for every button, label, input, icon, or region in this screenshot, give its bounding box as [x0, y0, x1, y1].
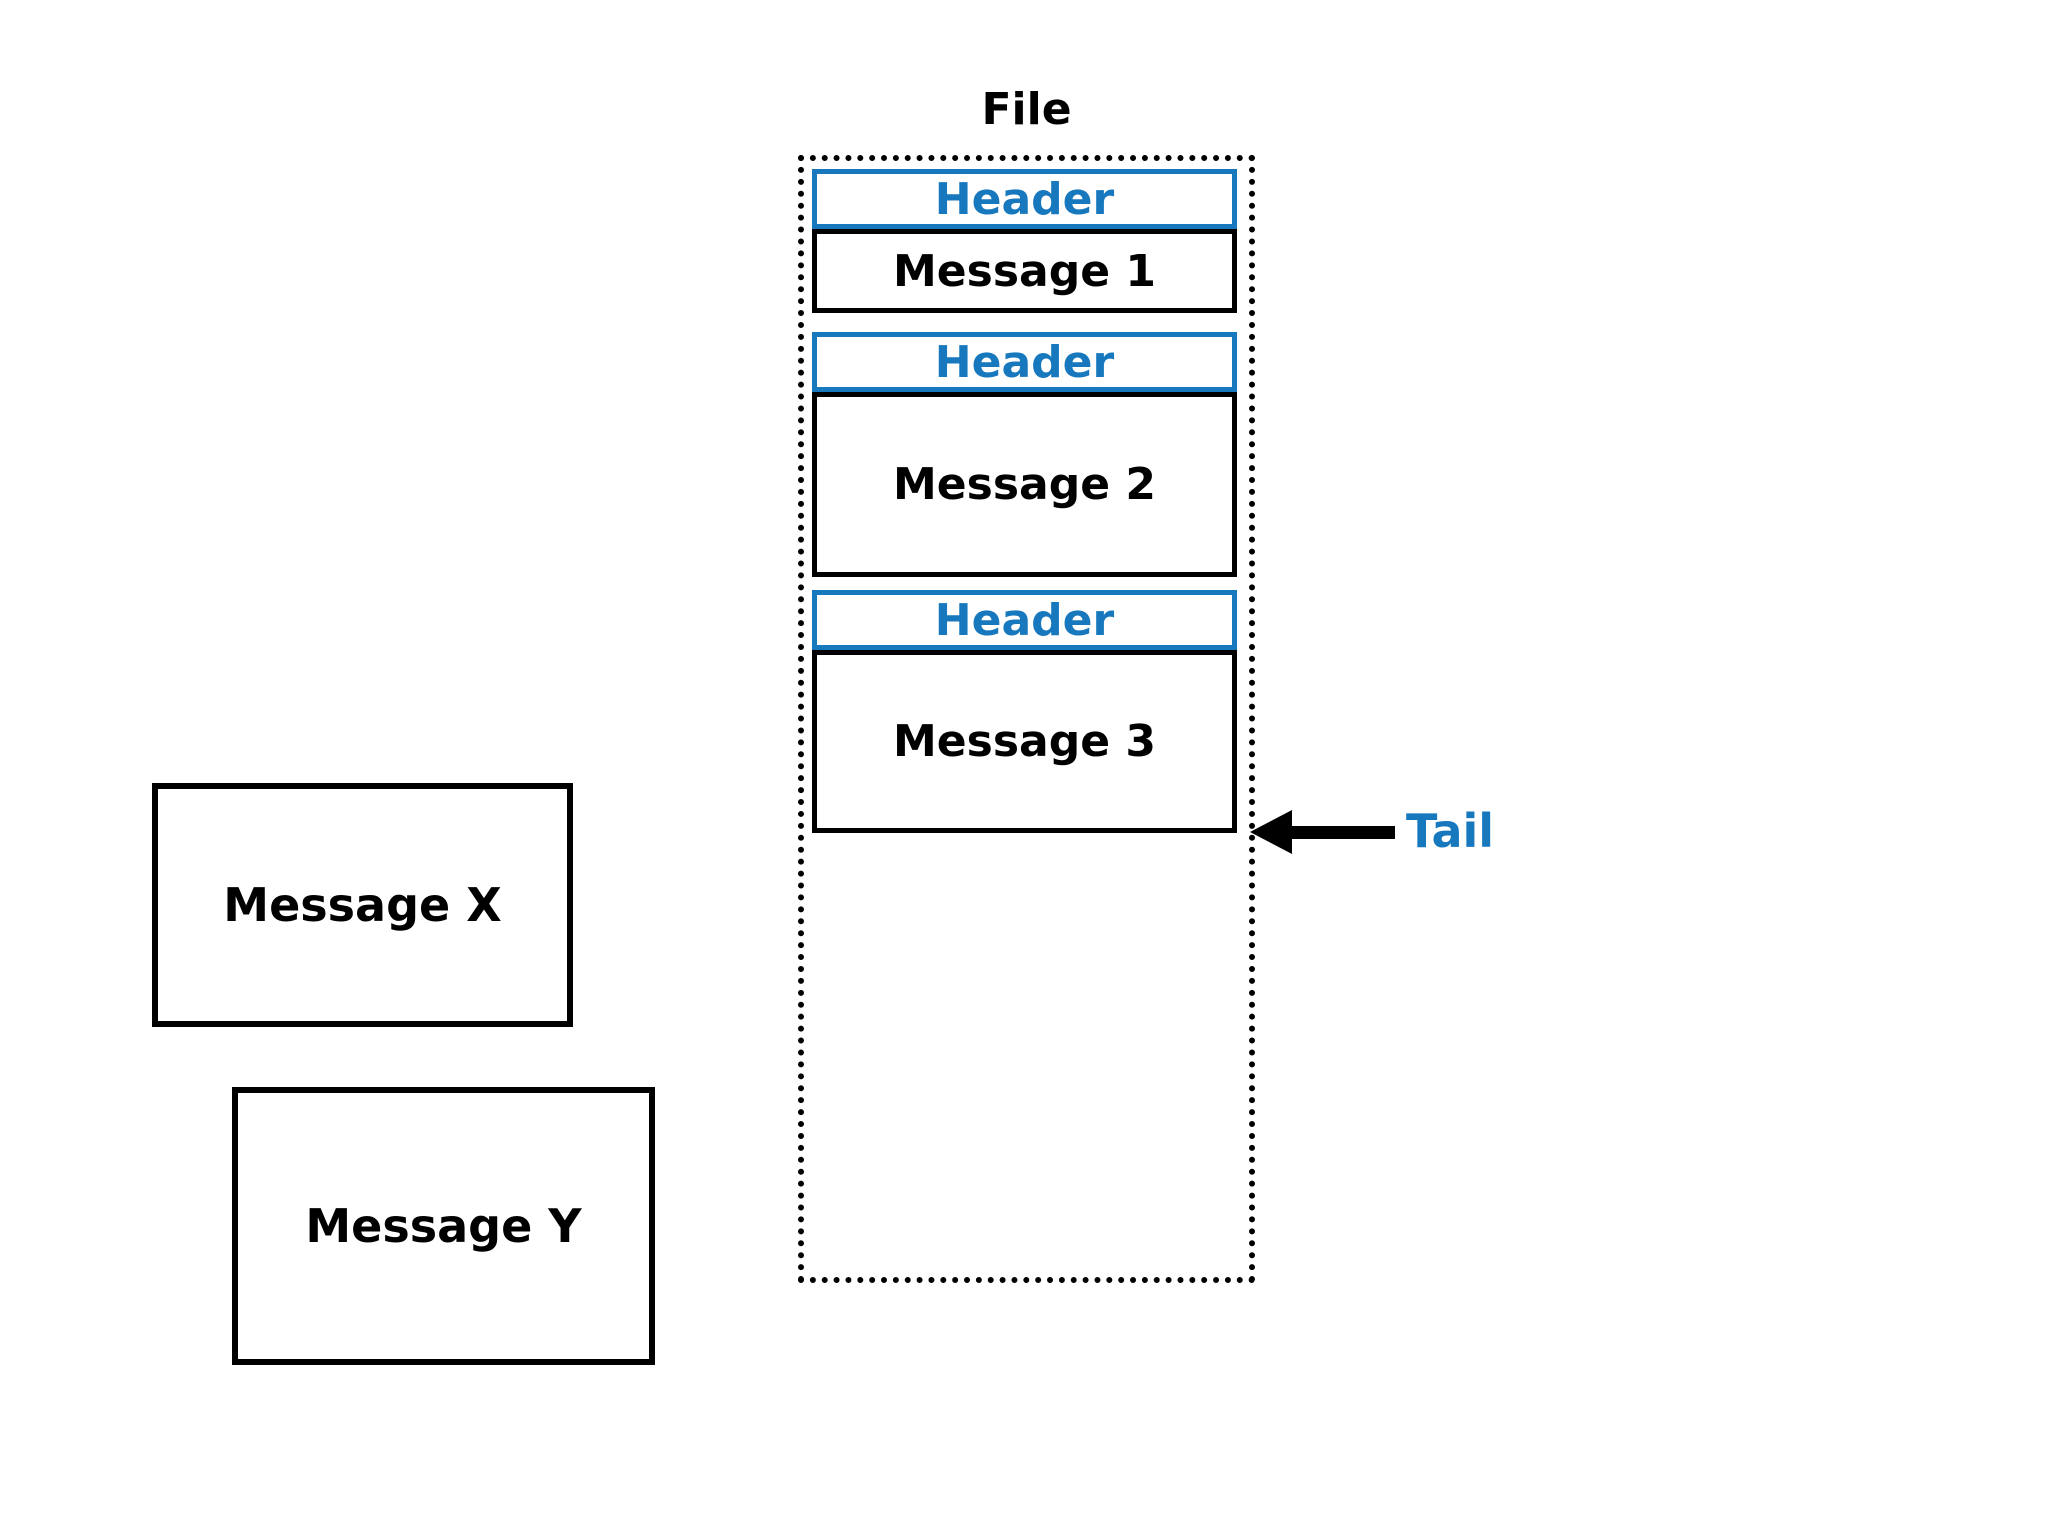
record-1-header: Header [812, 169, 1237, 229]
file-container: Header Message 1 Header Message 2 Header… [798, 155, 1255, 1283]
record-2-message: Message 2 [812, 392, 1237, 577]
record-3-header: Header [812, 590, 1237, 650]
file-record-1: Header Message 1 [812, 169, 1237, 313]
record-1-message: Message 1 [812, 229, 1237, 313]
file-record-2: Header Message 2 [812, 332, 1237, 577]
tail-arrow-icon [1250, 810, 1292, 854]
file-record-3: Header Message 3 [812, 590, 1237, 833]
message-y-box: Message Y [232, 1087, 655, 1365]
record-2-header: Header [812, 332, 1237, 392]
message-x-box: Message X [152, 783, 573, 1027]
tail-label: Tail [1406, 804, 1495, 858]
record-3-message: Message 3 [812, 650, 1237, 833]
file-title: File [981, 84, 1072, 135]
tail-arrow-shaft [1290, 826, 1395, 839]
